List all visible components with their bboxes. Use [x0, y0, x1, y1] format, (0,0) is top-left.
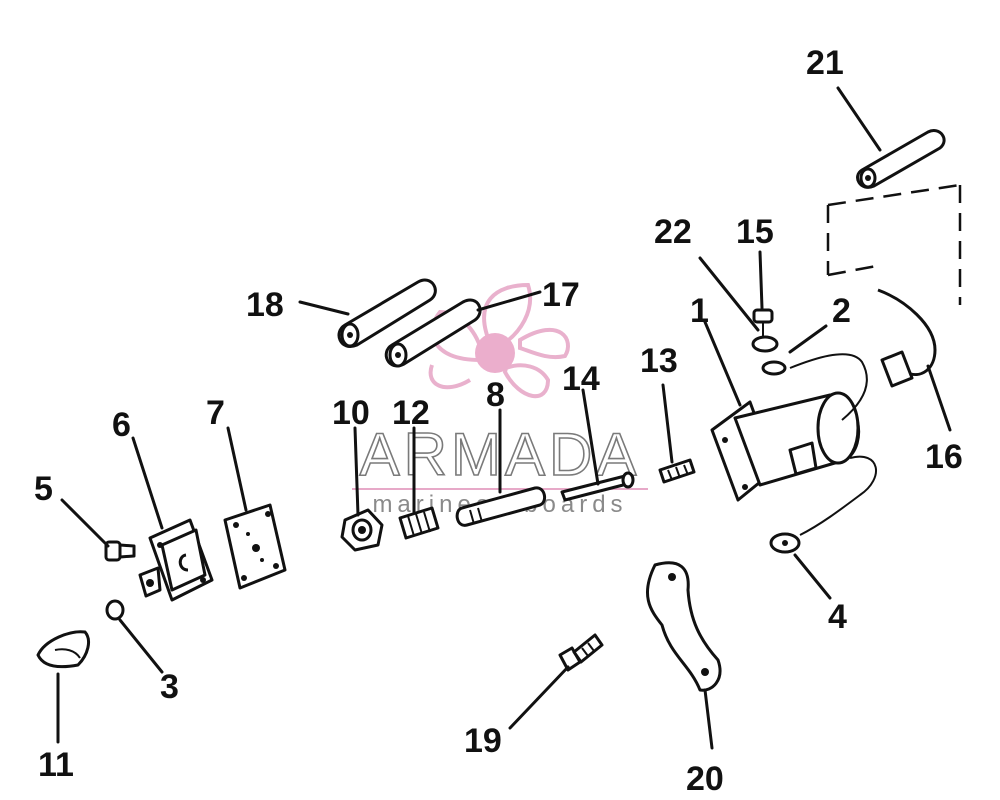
callout-1: 1	[690, 292, 709, 330]
propeller-logo-icon	[428, 282, 570, 399]
part-8-shaft	[455, 486, 547, 527]
part-7-gasket	[223, 503, 287, 590]
part-1-motor	[710, 353, 877, 536]
part-21-tube	[856, 129, 946, 189]
part-13-spring	[658, 458, 696, 484]
callout-14: 14	[562, 360, 600, 398]
callout-8: 8	[486, 376, 505, 414]
part-12-spring	[398, 506, 440, 540]
part-10-gear	[340, 508, 384, 552]
callout-12: 12	[392, 394, 430, 432]
dashed-reference-box	[826, 183, 962, 305]
part-15-screw	[752, 308, 774, 336]
callout-4: 4	[828, 598, 847, 636]
part-6-housing	[138, 518, 214, 602]
part-16-clamp	[877, 288, 937, 388]
callout-11: 11	[38, 746, 74, 784]
callout-7: 7	[206, 394, 225, 432]
part-11-knob	[36, 630, 90, 669]
part-17-tube	[384, 298, 482, 368]
callout-labels: 21 22 15 2 1 16 18 17 13 14 8 10 12 7 6 …	[34, 44, 963, 798]
callout-20: 20	[686, 760, 724, 798]
callout-19: 19	[464, 722, 502, 760]
part-3-washer	[105, 599, 125, 621]
part-5-screw	[104, 540, 136, 562]
part-22-washer	[751, 335, 779, 353]
part-18-tube	[337, 278, 437, 348]
callout-16: 16	[925, 438, 963, 476]
callout-17: 17	[542, 276, 580, 314]
callout-2: 2	[832, 292, 851, 330]
callout-10: 10	[332, 394, 370, 432]
leader-lines	[56, 86, 952, 750]
part-20-bracket	[645, 561, 722, 692]
callout-15: 15	[736, 213, 774, 251]
part-2-terminal	[761, 360, 787, 376]
part-14-pin	[560, 471, 635, 502]
callout-22: 22	[654, 213, 692, 251]
callout-21: 21	[806, 44, 844, 82]
callout-5: 5	[34, 470, 53, 508]
callout-13: 13	[640, 342, 678, 380]
callout-18: 18	[246, 286, 284, 324]
callout-3: 3	[160, 668, 179, 706]
part-19-bolt	[558, 633, 604, 672]
part-4-terminal	[769, 532, 801, 554]
callout-6: 6	[112, 406, 131, 444]
